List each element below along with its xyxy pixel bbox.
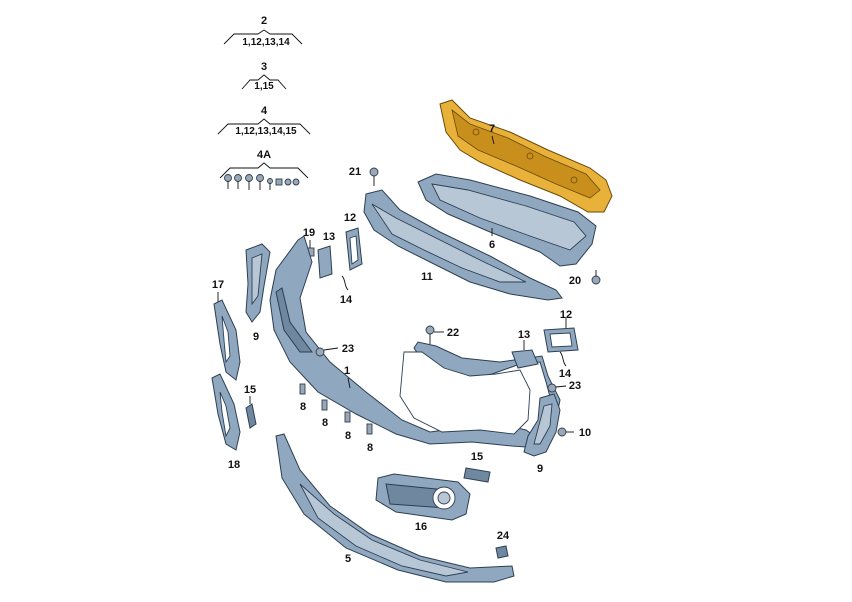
callout-5: 5	[345, 553, 351, 565]
screw-part-20	[591, 270, 601, 285]
bracket-part-15-right	[463, 467, 491, 483]
impact-beam-part-7	[439, 99, 613, 213]
callout-12-right: 12	[560, 309, 572, 321]
kit-4a-fasteners	[224, 174, 300, 190]
callout-8-a: 8	[300, 401, 306, 413]
spring-part-14-left	[341, 275, 349, 291]
cover-part-13-right	[511, 340, 539, 369]
callout-8-d: 8	[367, 442, 373, 454]
bracket-part-12-right	[543, 318, 579, 353]
kit-4-items: 1,12,13,14,15	[235, 126, 297, 137]
callout-16: 16	[415, 521, 427, 533]
cover-part-13-left	[317, 245, 333, 279]
callout-14-right: 14	[559, 368, 572, 380]
kit-3-number: 3	[261, 61, 267, 73]
bracket-part-12-left	[345, 227, 363, 271]
fog-grille-part-16	[375, 473, 471, 521]
callout-11: 11	[421, 271, 433, 283]
bracket-part-15-left	[245, 396, 257, 429]
callout-20: 20	[569, 275, 581, 287]
clips-part-8	[299, 383, 373, 435]
callout-9-left: 9	[253, 331, 259, 343]
callout-7: 7	[489, 123, 495, 135]
callout-23-left: 23	[342, 343, 354, 355]
callout-8-c: 8	[345, 430, 351, 442]
callout-17: 17	[212, 279, 224, 291]
kit-4a-bracket	[219, 162, 309, 179]
air-guide-part-11	[363, 189, 563, 301]
callout-9-right: 9	[537, 463, 543, 475]
callout-22: 22	[447, 327, 459, 339]
callout-23-right: 23	[569, 380, 581, 392]
spoiler-part-5	[275, 433, 515, 583]
callout-19: 19	[303, 227, 315, 239]
callout-10: 10	[579, 427, 591, 439]
kit-3-bracket	[241, 74, 287, 90]
grille-part-17	[213, 299, 241, 381]
callout-24: 24	[497, 530, 510, 542]
grille-part-18	[211, 373, 241, 451]
screw-part-21	[369, 167, 379, 186]
kit-2-bracket	[223, 29, 303, 45]
kit-legend: 2 1,12,13,14 3 1,15 4 1,12,13,14,15 4A	[217, 15, 311, 190]
callout-6: 6	[489, 239, 495, 251]
callout-8-b: 8	[322, 417, 328, 429]
kit-2-items: 1,12,13,14	[242, 37, 290, 48]
callout-15-left: 15	[244, 384, 256, 396]
clip-part-24	[495, 545, 509, 559]
callout-21: 21	[349, 166, 361, 178]
spring-part-14-right	[559, 351, 567, 367]
bumper-cover-part-1	[269, 235, 561, 449]
callout-1: 1	[344, 365, 350, 377]
callout-14-left: 14	[340, 294, 353, 306]
callout-18: 18	[228, 459, 240, 471]
screw-part-23-left	[315, 347, 339, 357]
callout-12-left: 12	[344, 212, 356, 224]
kit-4-number: 4	[261, 105, 268, 117]
callout-13-right: 13	[518, 329, 530, 341]
kit-2-number: 2	[261, 15, 267, 27]
screw-part-10	[557, 427, 574, 437]
screw-part-23-right	[547, 383, 567, 393]
callout-13-left: 13	[323, 231, 335, 243]
side-bracket-part-9-left	[245, 243, 271, 323]
kit-3-items: 1,15	[254, 81, 274, 92]
callout-15-right: 15	[471, 451, 483, 463]
kit-4-bracket	[217, 118, 311, 135]
lower-tray-part-6	[417, 173, 597, 267]
screw-part-22	[425, 325, 444, 344]
kit-4a-number: 4A	[257, 149, 271, 161]
side-bracket-part-9-right	[523, 393, 561, 457]
